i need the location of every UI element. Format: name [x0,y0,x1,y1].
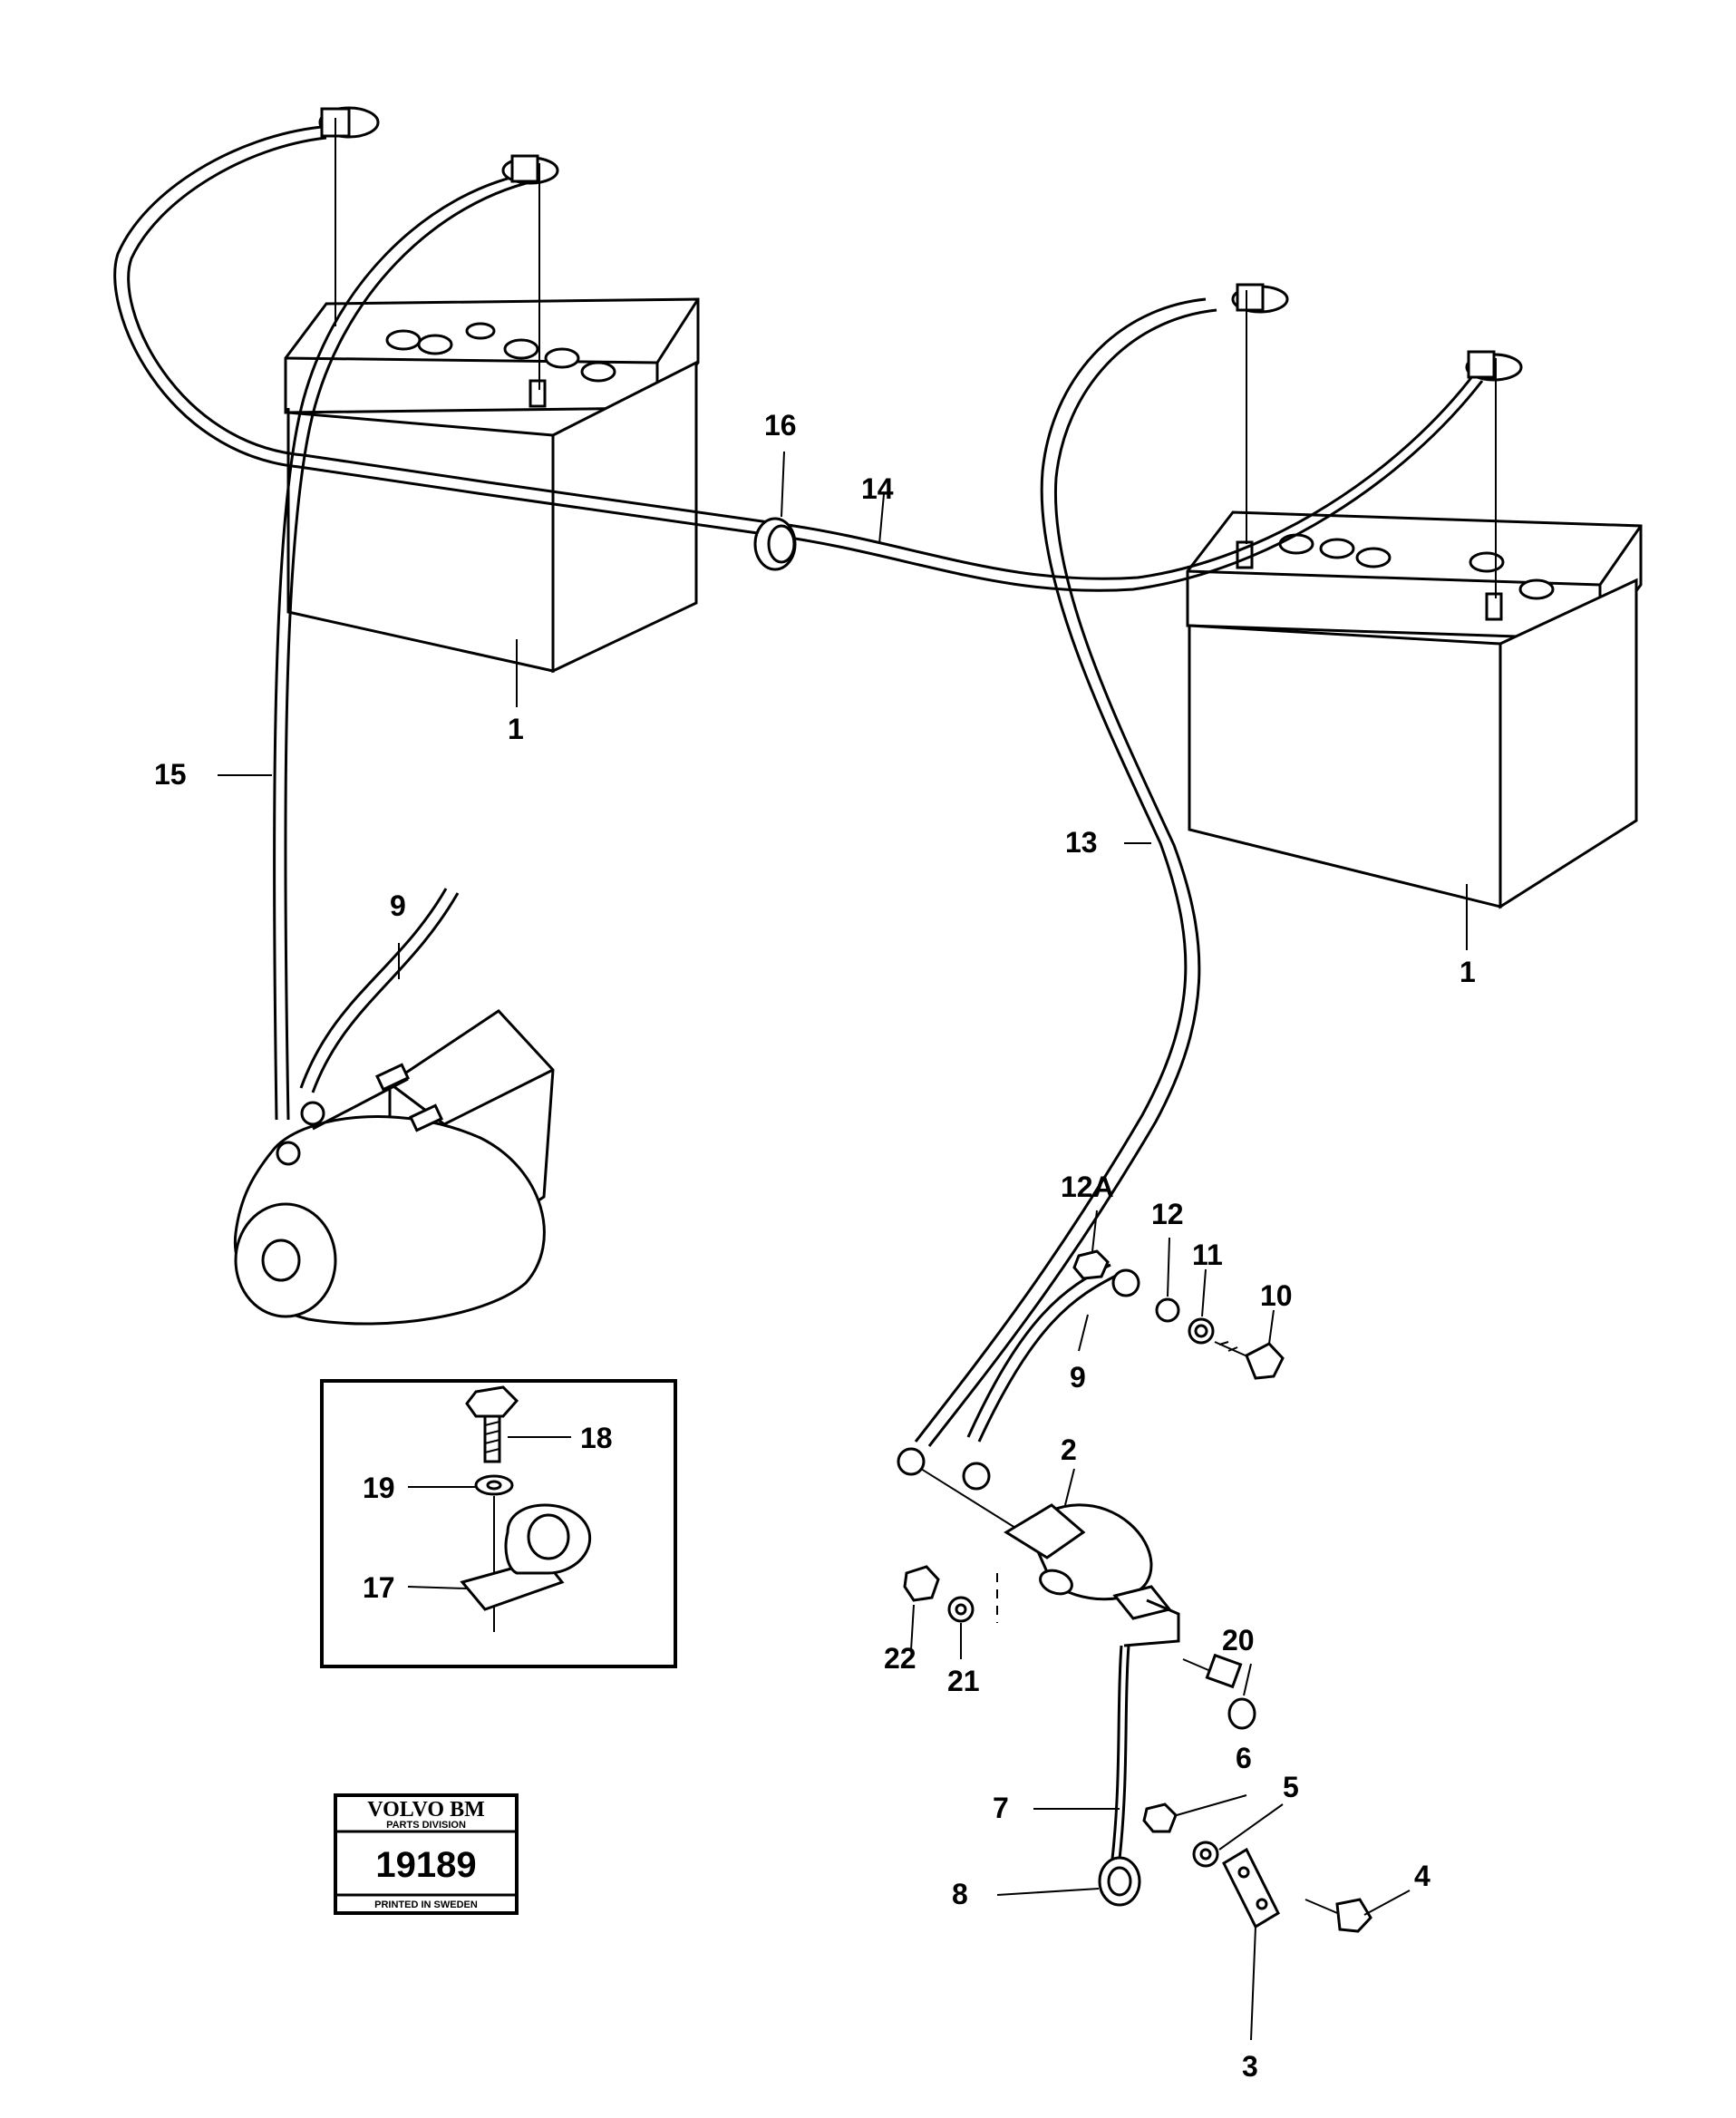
callout-9-lower: 9 [1070,1361,1086,1394]
callout-8: 8 [952,1878,968,1910]
callout-12: 12 [1151,1198,1184,1230]
callout-16: 16 [764,409,797,442]
callout-18: 18 [580,1422,613,1454]
callout-11: 11 [1192,1239,1223,1271]
ring-8 [1098,1856,1141,1907]
cable-7 [1110,1645,1130,1860]
callout-22: 22 [884,1642,916,1675]
callout-4: 4 [1414,1860,1431,1892]
callout-17: 17 [363,1571,395,1604]
callout-5: 5 [1283,1771,1299,1803]
volvo-bm-stamp: VOLVO BM PARTS DIVISION 19189 PRINTED IN… [334,1793,519,1915]
stamp-footer: PRINTED IN SWEDEN [374,1899,478,1910]
terminal-clamps [318,106,1523,598]
callout-20: 20 [1222,1624,1255,1657]
callout-15: 15 [154,758,187,791]
grommet-16 [753,517,797,571]
callout-10: 10 [1260,1279,1293,1312]
hardware-6-5 [1142,1802,1219,1868]
leader-lines [218,451,1468,2041]
bracket-3 [1222,1847,1280,1929]
callout-19: 19 [363,1472,395,1504]
battery-right [1186,510,1643,909]
callout-1-left: 1 [508,713,524,745]
bolt-4 [1304,1898,1372,1933]
stamp-number: 19189 [375,1845,476,1885]
stamp-division: PARTS DIVISION [386,1820,466,1831]
callout-13: 13 [1065,826,1098,859]
callout-12a: 12A [1061,1171,1114,1203]
cable-9-lower [966,1263,1120,1443]
callout-3: 3 [1242,2050,1258,2083]
hardware-12a-12-11-10 [1072,1249,1285,1380]
callout-2: 2 [1061,1433,1077,1466]
callout-6: 6 [1236,1742,1252,1774]
callout-14: 14 [861,472,894,505]
stamp-brand: VOLVO BM [367,1798,485,1822]
bolt-20 [1182,1653,1256,1730]
cable-9-upper [299,888,460,1093]
callout-1-right: 1 [1460,956,1476,988]
cable-13 [914,297,1217,1447]
hardware-22-21 [903,1565,998,1623]
callout-7: 7 [993,1792,1009,1824]
callout-9-upper: 9 [390,889,406,922]
callout-21: 21 [947,1665,980,1697]
battery-left [284,297,700,674]
relay-2 [897,1268,1180,1647]
cable-14 [113,125,1484,592]
detail-inset [320,1379,677,1668]
starter-motor [233,1009,555,1326]
